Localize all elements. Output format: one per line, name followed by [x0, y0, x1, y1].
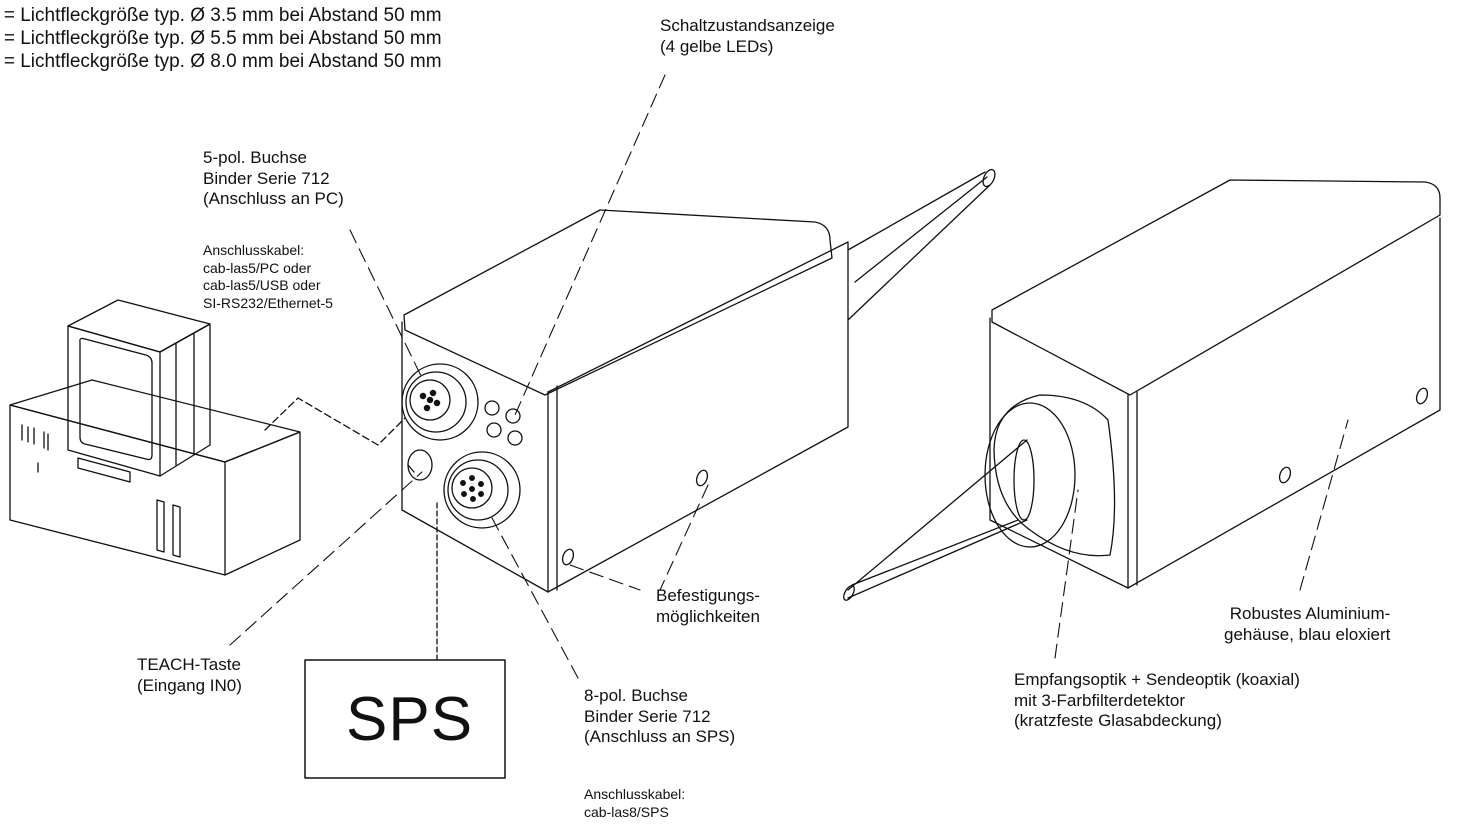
beam-cone-1 [847, 171, 991, 321]
spot-size-1: 1 = Lichtfleckgröße typ. Ø 3.5 mm bei Ab… [0, 5, 442, 26]
label-cable-sps: Anschlusskabel: cab-las8/SPS [584, 786, 686, 820]
socket-5pol-face [409, 379, 451, 421]
led-1 [484, 400, 500, 416]
computer-drawing [9, 299, 301, 576]
teach-button-edge [407, 464, 415, 473]
pc-case-front [9, 404, 226, 576]
pc-drive-bays [156, 499, 181, 558]
label-led-indicator: Schaltzustandsanzeige (4 gelbe LEDs) [660, 16, 835, 56]
spot-size-legend: 1 = Lichtfleckgröße typ. Ø 3.5 mm bei Ab… [0, 4, 442, 74]
spot-size-3: 3 = Lichtfleckgröße typ. Ø 8.0 mm bei Ab… [0, 51, 442, 73]
mount-hole-2 [695, 469, 709, 487]
optics-window [984, 402, 1076, 548]
label-socket-8pol: 8-pol. Buchse Binder Serie 712 (Anschlus… [584, 686, 736, 747]
pc-drive-slot [77, 457, 131, 483]
pc-cable [264, 397, 406, 446]
sensor-2-top [991, 179, 1441, 396]
label-mounting: Befestigungs- möglichkeiten [656, 586, 760, 626]
leader-housing [1299, 419, 1349, 591]
teach-button-cap [407, 449, 433, 481]
mount-hole-1 [561, 548, 575, 566]
label-optics: Empfangsoptik + Sendeoptik (koaxial) mit… [1014, 670, 1300, 731]
leader-mount-a [659, 484, 709, 591]
beam-tip-1 [982, 168, 996, 188]
monitor-screen [79, 337, 153, 461]
leader-lines [229, 74, 1349, 679]
beam-cone-2 [847, 439, 1028, 599]
sps-box-label: SPS [346, 685, 474, 754]
optics-lens [1013, 439, 1035, 521]
sensor-2-drawing [843, 179, 1441, 601]
mount-hole-3 [1278, 466, 1292, 484]
label-socket-5pol: 5-pol. Buchse Binder Serie 712 (Anschlus… [203, 148, 344, 209]
beam-tip-2 [843, 585, 855, 601]
pc-case-side [224, 431, 301, 576]
led-3 [486, 422, 502, 438]
leader-teach [229, 471, 423, 646]
monitor-side [159, 323, 211, 477]
socket-8pol-nut [443, 451, 521, 529]
pc-vents [21, 424, 49, 473]
socket-8pol-face [451, 467, 493, 509]
sensor-2-front [989, 317, 1129, 589]
sensor-1-front [401, 321, 549, 593]
leader-optics [1054, 489, 1079, 659]
sensor-2-side [1127, 217, 1441, 589]
leader-8pol [491, 517, 579, 679]
leader-led [514, 74, 666, 416]
label-cable-pc: Anschlusskabel: cab-las5/PC oder cab-las… [203, 242, 333, 311]
socket-5pol-ring [405, 371, 467, 433]
monitor-bezel [67, 325, 161, 477]
sensor-1-drawing [401, 168, 996, 593]
leader-mount-b [569, 564, 641, 591]
led-2 [505, 408, 521, 424]
monitor-back [175, 333, 195, 466]
socket-8pol-ring [447, 459, 509, 521]
sensor-1-side [547, 241, 849, 593]
optics-flange [993, 394, 1116, 557]
monitor-top [67, 299, 211, 353]
mount-hole-4 [1415, 387, 1429, 405]
leader-5pol [349, 229, 423, 379]
label-teach: TEACH-Taste (Eingang IN0) [137, 655, 242, 695]
led-4 [507, 430, 523, 446]
sensor-1-top [403, 209, 833, 396]
label-housing: Robustes Aluminium- gehäuse, blau eloxie… [1224, 604, 1391, 644]
sps-box [304, 659, 506, 779]
socket-5pol-nut [401, 363, 479, 441]
spot-size-2: 2 = Lichtfleckgröße typ. Ø 5.5 mm bei Ab… [0, 28, 442, 50]
